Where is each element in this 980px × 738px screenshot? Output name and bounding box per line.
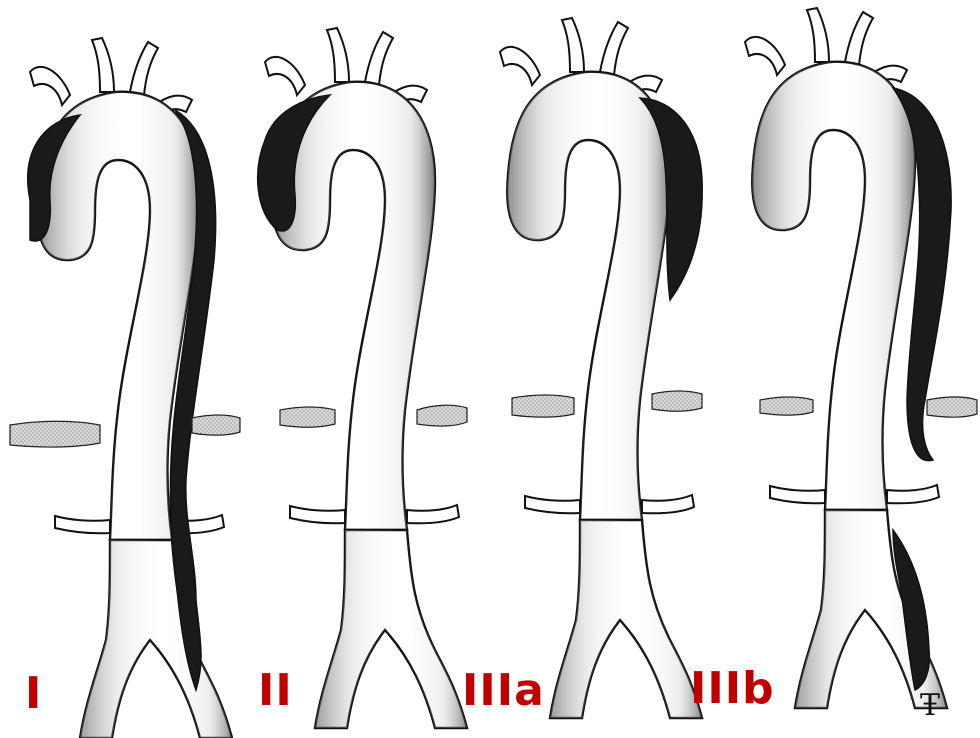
panel-label-iiib: IIIb xyxy=(690,663,775,714)
panel-type-iiia xyxy=(500,18,702,718)
diaphragm-right xyxy=(192,415,240,435)
panel-type-i xyxy=(10,38,240,738)
artist-signature: Ŧ xyxy=(920,688,940,723)
diaphragm-right xyxy=(652,391,702,411)
panel-label-iiia: IIIa xyxy=(462,665,545,716)
panel-type-ii xyxy=(258,28,467,728)
panel-type-iiib xyxy=(745,8,977,708)
diaphragm-left xyxy=(512,395,574,417)
diaphragm-right xyxy=(417,405,467,426)
diaphragm-right xyxy=(927,397,977,417)
panel-label-i: I xyxy=(25,668,42,719)
diaphragm-left xyxy=(280,407,335,427)
diaphragm-left xyxy=(760,397,813,415)
panel-label-ii: II xyxy=(258,665,293,716)
diaphragm-left xyxy=(10,421,100,447)
